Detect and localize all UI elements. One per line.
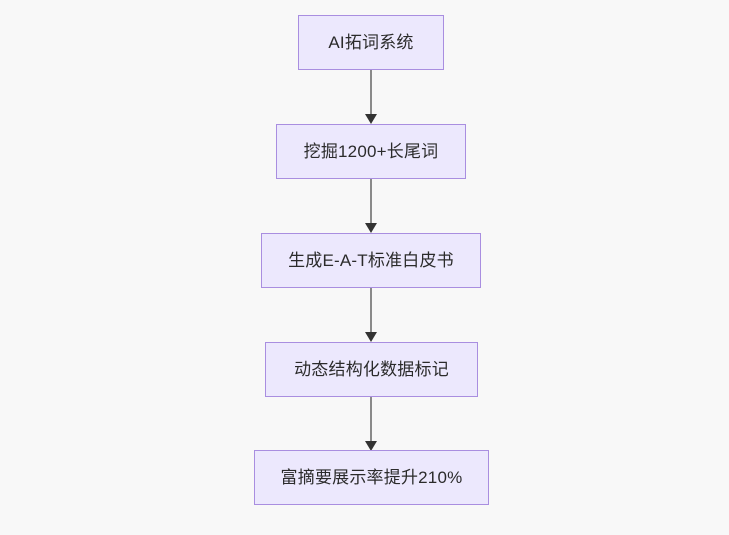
flowchart-node-label: AI拓词系统 — [328, 32, 414, 52]
flowchart-node-label: 动态结构化数据标记 — [294, 359, 449, 379]
arrow-down-icon — [365, 114, 377, 124]
flowchart-node-mine-longtail-keywords[interactable]: 挖掘1200+长尾词 — [276, 124, 466, 179]
flowchart-node-dynamic-structured-data-markup[interactable]: 动态结构化数据标记 — [265, 342, 478, 397]
flowchart-node-label: 生成E-A-T标准白皮书 — [288, 250, 454, 270]
arrow-down-icon — [365, 223, 377, 233]
flowchart-edge-n3-n4 — [370, 288, 372, 332]
flowchart-edge-n1-n2 — [370, 70, 372, 114]
flowchart-edge-n4-n5 — [370, 397, 372, 441]
arrow-down-icon — [365, 441, 377, 451]
flowchart-node-ai-keyword-system[interactable]: AI拓词系统 — [298, 15, 444, 70]
flowchart-edge-n2-n3 — [370, 179, 372, 223]
flowchart-node-label: 挖掘1200+长尾词 — [303, 141, 439, 161]
flowchart-node-label: 富摘要展示率提升210% — [280, 467, 463, 487]
flowchart-node-generate-eat-whitepaper[interactable]: 生成E-A-T标准白皮书 — [261, 233, 481, 288]
arrow-down-icon — [365, 332, 377, 342]
flowchart-node-rich-snippet-impression-uplift[interactable]: 富摘要展示率提升210% — [254, 450, 489, 505]
